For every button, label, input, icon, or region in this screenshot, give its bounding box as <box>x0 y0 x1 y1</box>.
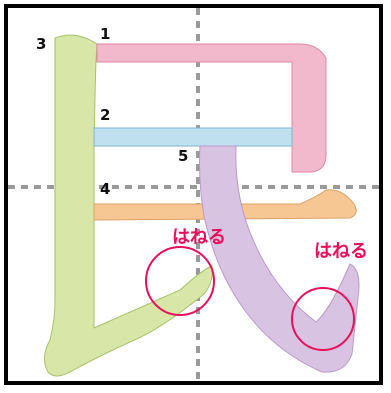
stroke-3-shape <box>44 34 213 377</box>
character-frame <box>4 4 383 385</box>
stroke-number-5: 5 <box>178 147 189 165</box>
stroke-number-4: 4 <box>100 180 111 198</box>
stroke-1-shape <box>96 43 327 173</box>
hook-circle-left <box>145 246 215 316</box>
hook-label-right: はねる <box>314 241 368 262</box>
stroke-5-shape <box>199 145 360 373</box>
hook-label-left: はねる <box>172 227 226 248</box>
stroke-number-2: 2 <box>100 106 111 124</box>
stroke-2-shape <box>93 127 293 147</box>
hook-circle-right <box>291 287 355 351</box>
stroke-number-1: 1 <box>100 25 111 43</box>
stroke-number-3: 3 <box>36 35 47 53</box>
